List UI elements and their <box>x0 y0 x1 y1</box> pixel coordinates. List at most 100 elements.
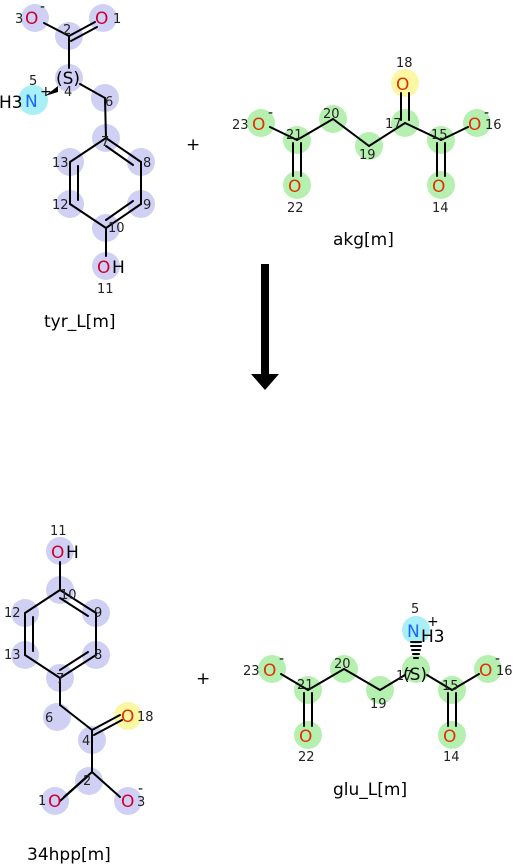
svg-text:19: 19 <box>370 697 387 712</box>
svg-text:O: O <box>252 115 265 135</box>
svg-text:16: 16 <box>485 118 502 133</box>
svg-text:H: H <box>112 258 125 278</box>
svg-text:9: 9 <box>94 606 102 621</box>
svg-text:O: O <box>51 543 64 563</box>
svg-text:2: 2 <box>63 23 71 38</box>
svg-text:22: 22 <box>298 750 315 765</box>
svg-text:-: - <box>268 105 273 121</box>
svg-text:9: 9 <box>143 198 151 213</box>
svg-text:H3: H3 <box>0 93 23 113</box>
svg-text:O: O <box>48 792 61 812</box>
svg-text:(S): (S) <box>403 665 427 685</box>
svg-text:O: O <box>95 9 108 29</box>
svg-text:O: O <box>97 258 110 278</box>
plus-operator-products: + <box>196 669 210 689</box>
tyr-bonds <box>43 21 142 257</box>
akg-atom-labels: 23 O - 21 O 22 20 19 17 O 18 15 O 14 O -… <box>232 56 502 216</box>
svg-text:O: O <box>468 115 481 135</box>
svg-text:O: O <box>288 177 301 197</box>
svg-text:H3: H3 <box>421 627 445 647</box>
svg-text:N: N <box>25 92 38 112</box>
svg-text:H: H <box>66 543 79 563</box>
svg-text:7: 7 <box>56 672 64 687</box>
svg-text:6: 6 <box>105 95 113 110</box>
svg-text:O: O <box>443 727 456 747</box>
svg-text:5: 5 <box>29 74 37 89</box>
hpp-atom-highlights <box>11 537 142 815</box>
svg-text:1: 1 <box>38 794 46 809</box>
svg-text:16: 16 <box>496 664 513 679</box>
svg-text:O: O <box>121 792 134 812</box>
svg-text:-: - <box>279 651 284 667</box>
svg-text:8: 8 <box>94 648 102 663</box>
svg-text:12: 12 <box>4 606 21 621</box>
svg-text:17: 17 <box>396 669 413 684</box>
akg-molecule: 23 O - 21 O 22 20 19 17 O 18 15 O 14 O -… <box>232 56 502 250</box>
glu-name-label: glu_L[m] <box>333 780 407 800</box>
glu-atom-highlights <box>258 616 502 749</box>
hpp-molecule: 11 O H 10 9 12 8 13 7 6 4 O 18 2 1 O O -… <box>4 524 154 865</box>
svg-text:12: 12 <box>52 198 69 213</box>
tyr-atom-labels: 3 O - O 1 2 (S) 4 5 H3 N + 6 7 8 9 13 12… <box>0 0 151 297</box>
hpp-atom-labels: 11 O H 10 9 12 8 13 7 6 4 O 18 2 1 O O -… <box>4 524 154 812</box>
svg-text:10: 10 <box>60 588 77 603</box>
glu-bonds <box>280 641 480 727</box>
plus-operator-reactants: + <box>186 135 200 155</box>
svg-text:17: 17 <box>385 117 402 132</box>
svg-text:21: 21 <box>286 128 303 143</box>
svg-text:7: 7 <box>101 135 109 150</box>
svg-text:13: 13 <box>4 648 21 663</box>
hpp-bonds <box>24 561 123 802</box>
glu-atom-labels: 23 O - 21 O 22 20 19 17 (S) 5 N H3 + 15 … <box>243 602 513 765</box>
svg-text:15: 15 <box>431 128 448 143</box>
svg-text:13: 13 <box>52 156 69 171</box>
svg-text:-: - <box>495 651 500 667</box>
svg-text:O: O <box>121 707 134 727</box>
svg-text:2: 2 <box>83 774 91 789</box>
svg-text:N: N <box>407 622 420 642</box>
svg-text:18: 18 <box>137 710 154 725</box>
svg-text:-: - <box>484 105 489 121</box>
svg-text:+: + <box>427 614 439 630</box>
svg-text:11: 11 <box>97 282 114 297</box>
svg-text:8: 8 <box>143 156 151 171</box>
akg-bonds <box>269 92 469 177</box>
svg-text:20: 20 <box>323 107 340 122</box>
svg-text:-: - <box>40 0 45 15</box>
svg-text:3: 3 <box>137 795 145 810</box>
svg-text:-: - <box>138 781 143 797</box>
svg-text:4: 4 <box>82 734 90 749</box>
svg-text:4: 4 <box>64 85 72 100</box>
hpp-name-label: 34hpp[m] <box>27 845 111 865</box>
glu-hashed-wedge <box>410 641 422 659</box>
akg-name-label: akg[m] <box>333 230 394 250</box>
svg-text:14: 14 <box>443 750 460 765</box>
svg-text:20: 20 <box>334 657 351 672</box>
svg-text:14: 14 <box>432 201 449 216</box>
svg-text:+: + <box>40 84 52 100</box>
svg-text:1: 1 <box>113 12 121 27</box>
svg-text:O: O <box>396 75 409 95</box>
reaction-arrow <box>251 264 279 390</box>
svg-text:3: 3 <box>15 12 23 27</box>
svg-text:15: 15 <box>442 679 459 694</box>
tyr-molecule: 3 O - O 1 2 (S) 4 5 H3 N + 6 7 8 9 13 12… <box>0 0 155 332</box>
svg-text:O: O <box>432 177 445 197</box>
svg-text:23: 23 <box>232 118 249 133</box>
svg-text:11: 11 <box>50 524 67 539</box>
svg-text:10: 10 <box>108 221 125 236</box>
svg-text:21: 21 <box>297 678 314 693</box>
glu-molecule: 23 O - 21 O 22 20 19 17 (S) 5 N H3 + 15 … <box>243 602 513 800</box>
svg-text:22: 22 <box>287 201 304 216</box>
svg-text:18: 18 <box>396 56 413 71</box>
svg-text:O: O <box>25 9 38 29</box>
svg-text:O: O <box>263 661 276 681</box>
svg-text:6: 6 <box>45 711 53 726</box>
svg-text:19: 19 <box>359 148 376 163</box>
svg-text:O: O <box>479 661 492 681</box>
svg-text:5: 5 <box>411 602 419 617</box>
svg-text:O: O <box>299 727 312 747</box>
svg-text:(S): (S) <box>56 69 80 89</box>
svg-text:23: 23 <box>243 664 260 679</box>
